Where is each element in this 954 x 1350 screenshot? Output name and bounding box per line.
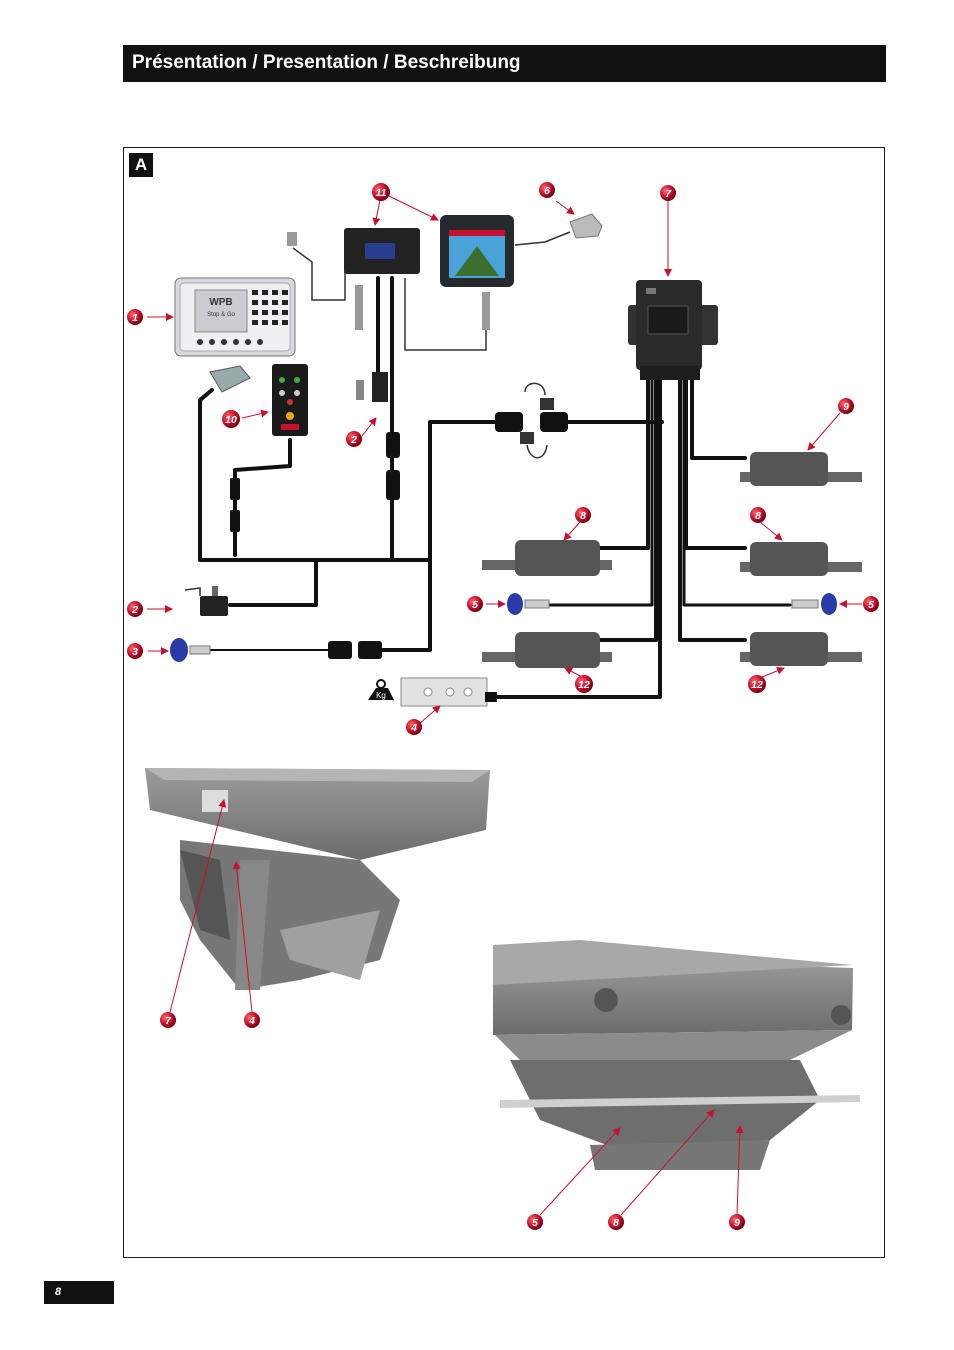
callout-7: 7: [160, 1012, 176, 1028]
svg-text:2: 2: [350, 434, 357, 446]
callout-8: 8: [575, 507, 591, 523]
svg-text:10: 10: [225, 414, 237, 426]
svg-text:2: 2: [131, 604, 138, 616]
svg-text:9: 9: [843, 401, 849, 413]
isobus-box: [344, 228, 420, 274]
page-number: 8: [55, 1286, 62, 1298]
svg-text:4: 4: [410, 722, 417, 734]
callout-11: 11: [372, 183, 390, 201]
callout-9: 9: [838, 398, 854, 414]
svg-text:4: 4: [248, 1015, 255, 1027]
weight-icon: [368, 688, 394, 700]
callout-markers: 1 2 2 3 4 5 5 6 7 8 8 9 10 11 12 12 7 4 …: [127, 182, 879, 1230]
callout-2: 2: [346, 431, 362, 447]
callout-9: 9: [729, 1214, 745, 1230]
svg-text:9: 9: [734, 1217, 740, 1229]
callout-12: 12: [748, 675, 766, 693]
ecu-unit: [628, 280, 718, 380]
actuators: [482, 452, 862, 668]
callout-5: 5: [863, 596, 879, 612]
callout-4: 4: [406, 719, 422, 735]
svg-text:11: 11: [376, 187, 387, 199]
callout-8: 8: [750, 507, 766, 523]
inline-connector: [230, 398, 568, 659]
svg-text:5: 5: [868, 599, 874, 611]
controller-text: Stop & Go: [207, 312, 235, 318]
speed-sensor: [170, 638, 211, 662]
remote-control: [272, 364, 308, 436]
callout-7: 7: [660, 185, 676, 201]
controller-connector: [209, 365, 251, 393]
spreader-photo-left: [145, 768, 490, 990]
figure-label: A: [129, 153, 153, 177]
svg-text:8: 8: [613, 1217, 619, 1229]
svg-text:12: 12: [751, 679, 763, 691]
svg-text:12: 12: [578, 679, 590, 691]
position-sensor: [184, 586, 228, 616]
callout-2: 2: [127, 601, 143, 617]
callout-6: 6: [539, 182, 555, 198]
svg-text:8: 8: [755, 510, 761, 522]
figure-frame: [123, 147, 885, 1258]
small-connector: [355, 285, 363, 330]
callout-1: 1: [127, 309, 143, 325]
svg-text:1: 1: [132, 312, 138, 324]
load-cell: Kg: [368, 677, 497, 707]
svg-text:7: 7: [165, 1015, 172, 1027]
svg-text:6: 6: [544, 185, 550, 197]
terminal-screen: [440, 215, 514, 287]
svg-text:5: 5: [472, 599, 478, 611]
callout-8: 8: [608, 1214, 624, 1230]
controller-brand: WPB: [209, 297, 232, 308]
callout-5: 5: [527, 1214, 543, 1230]
section-header: Présentation / Presentation / Beschreibu…: [123, 45, 886, 82]
wpb-controller: WPB Stop & Go: [174, 277, 296, 357]
callout-12: 12: [575, 675, 593, 693]
weight-unit: Kg: [376, 691, 386, 700]
small-connector: [482, 292, 490, 330]
svg-text:5: 5: [532, 1217, 538, 1229]
position-sensor: [356, 372, 388, 402]
small-connector: [287, 232, 297, 246]
spreader-photo-right: [493, 940, 860, 1170]
gps-receiver: [569, 213, 603, 239]
callout-3: 3: [127, 643, 143, 659]
rotation-sensors: [507, 593, 837, 615]
callout-4: 4: [244, 1012, 260, 1028]
section-title: Présentation / Presentation / Beschreibu…: [132, 52, 521, 73]
svg-text:7: 7: [665, 188, 672, 200]
svg-text:3: 3: [132, 646, 138, 658]
callout-5: 5: [467, 596, 483, 612]
callout-10: 10: [222, 410, 240, 428]
page-number-bar: 8: [44, 1281, 114, 1304]
svg-text:8: 8: [580, 510, 586, 522]
